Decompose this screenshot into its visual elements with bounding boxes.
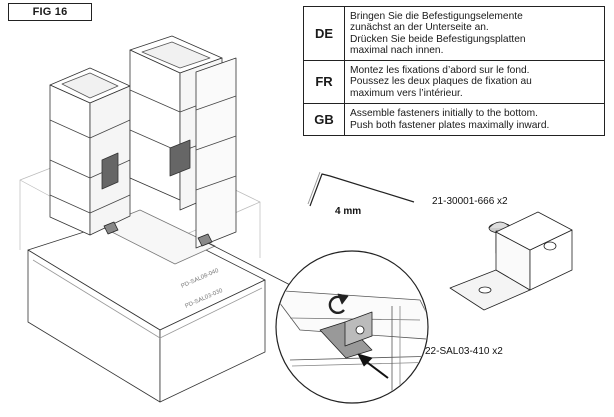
instruction-line: Assemble fasteners initially to the bott…: [350, 108, 538, 119]
front-right-tower: [195, 57, 237, 249]
plate-part-label: 22-SAL03-410 x2: [425, 346, 503, 357]
language-code: FR: [303, 60, 345, 104]
instruction-row-de: DE Bringen Sie die Befestigungselemente …: [303, 6, 605, 61]
detail-view: [275, 250, 429, 404]
tool-label: 4 mm: [335, 206, 361, 217]
figure-label: FIG 16: [8, 3, 92, 21]
instruction-line: Bringen Sie die Befestigungselemente: [350, 10, 523, 22]
instruction-line: maximum vers l’intérieur.: [350, 87, 463, 99]
allen-key-icon: [307, 171, 415, 207]
left-tower: [49, 67, 131, 236]
zoom-leader: [207, 242, 301, 291]
instruction-line: zunächst an der Unterseite an.: [350, 22, 489, 33]
instruction-line: Push both fastener plates maximally inwa…: [350, 119, 550, 131]
instruction-line: maximal nach innen.: [350, 45, 444, 56]
language-code: DE: [303, 6, 345, 61]
instructions-table: DE Bringen Sie die Befestigungselemente …: [303, 6, 605, 136]
instruction-text: Montez les fixations d’abord sur le fond…: [344, 60, 605, 104]
base-block: [27, 214, 266, 403]
instruction-line: Drücken Sie beide Befestigungsplatten: [350, 33, 526, 45]
instruction-row-fr: FR Montez les fixations d’abord sur le f…: [303, 60, 605, 104]
screw-part-label: 21-30001-666 x2: [432, 196, 508, 207]
instruction-text: Bringen Sie die Befestigungselemente zun…: [344, 6, 605, 61]
instruction-text: Assemble fasteners initially to the bott…: [344, 103, 605, 136]
instruction-line: Montez les fixations d’abord sur le fond…: [350, 64, 530, 76]
instruction-row-gb: GB Assemble fasteners initially to the b…: [303, 103, 605, 136]
instruction-line: Poussez les deux plaques de fixation au: [350, 76, 532, 88]
language-code: GB: [303, 103, 345, 136]
fastener-plate-icon: [449, 211, 573, 311]
fastener-plate-left: [103, 221, 119, 235]
